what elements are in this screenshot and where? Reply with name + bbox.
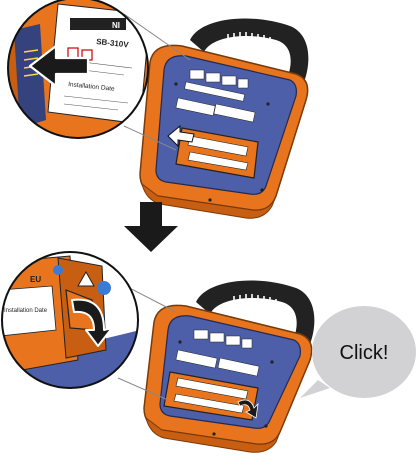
click-callout-text: Click! [340, 342, 389, 364]
step2-aed-unit [144, 280, 314, 452]
step1-brand-label: NI [112, 21, 120, 30]
step2-eu-label: EU [30, 275, 41, 284]
step2-installation-label: Installation Date [4, 308, 48, 314]
step2-zoom-circle: Installation Date EU [0, 250, 140, 390]
down-arrow-icon [124, 202, 178, 252]
step1-aed-unit [140, 18, 308, 218]
click-speech-bubble: Click! [300, 306, 416, 398]
